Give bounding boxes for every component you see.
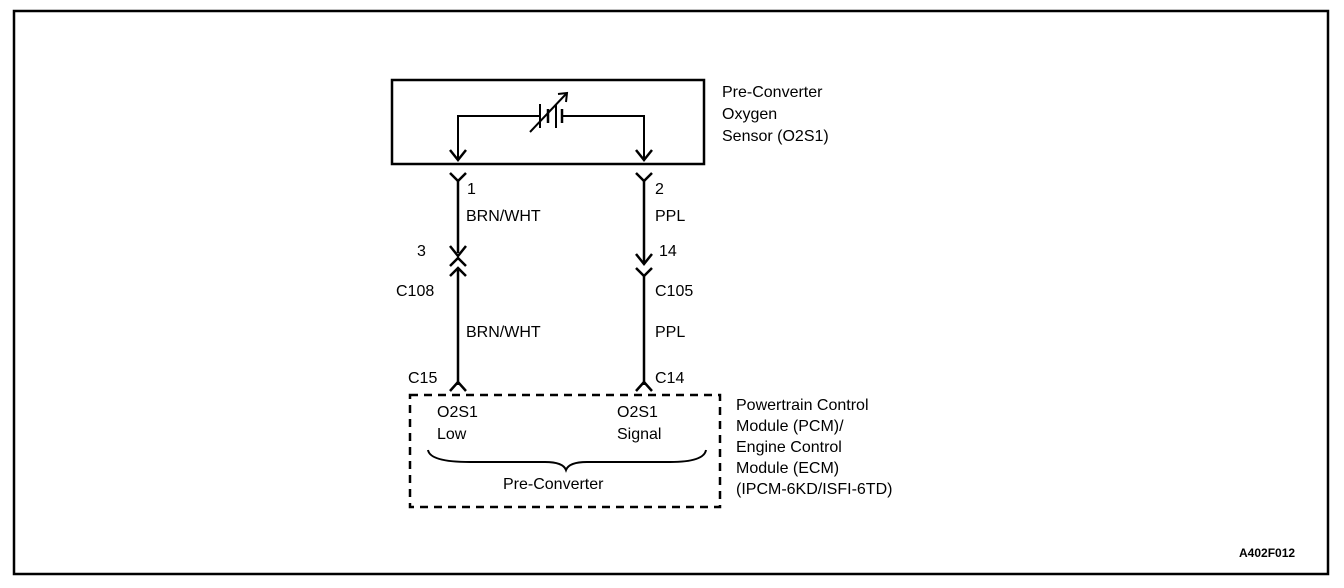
module-title-line2: Module (PCM)/ — [736, 418, 844, 435]
conn-pin3-terminal-lower — [449, 266, 467, 277]
circuit-signal-line2: Signal — [617, 426, 661, 443]
module-title-line1: Powertrain Control — [736, 397, 869, 414]
sensor-title-line3: Sensor (O2S1) — [722, 128, 829, 145]
sensor-pin1-terminal — [449, 172, 467, 183]
conn-pin14-terminal — [635, 267, 653, 278]
conn-pin14-arrowhead — [635, 253, 653, 267]
conn-pin14-label: 14 — [659, 243, 677, 260]
sensor-pin1-label: 1 — [467, 181, 476, 198]
sensor-title-line2: Oxygen — [722, 106, 777, 123]
lower-left-wire-color: BRN/WHT — [466, 324, 541, 341]
module-conn-c14-terminal — [635, 380, 653, 392]
connector-c15-label: C15 — [408, 370, 437, 387]
circuit-signal-line1: O2S1 — [617, 404, 658, 421]
oxygen-sensor-element-icon — [457, 91, 645, 158]
sensor-pin2-arrow — [635, 149, 653, 163]
sensor-box — [390, 78, 706, 166]
connector-c108-label: C108 — [396, 283, 434, 300]
conn-pin3-terminal — [449, 256, 467, 267]
conn-pin3-arrowhead — [449, 245, 467, 259]
upper-right-wire-color: PPL — [655, 208, 685, 225]
module-title-line5: (IPCM-6KD/ISFI-6TD) — [736, 481, 892, 498]
upper-left-wire-color: BRN/WHT — [466, 208, 541, 225]
lower-right-wire-color: PPL — [655, 324, 685, 341]
circuit-low-line2: Low — [437, 426, 467, 443]
sensor-pin1-arrow — [449, 149, 467, 163]
module-conn-c15-terminal — [449, 380, 467, 392]
sensor-pin2-label: 2 — [655, 181, 664, 198]
sensor-title-line1: Pre-Converter — [722, 84, 823, 101]
pre-converter-group-label: Pre-Converter — [503, 476, 604, 493]
connector-c14-label: C14 — [655, 370, 684, 387]
connector-c105-label: C105 — [655, 283, 693, 300]
module-box — [408, 393, 722, 509]
conn-pin3-label: 3 — [417, 243, 426, 260]
module-title-line3: Engine Control — [736, 439, 842, 456]
figure-id: A402F012 — [1239, 546, 1295, 560]
circuit-low-line1: O2S1 — [437, 404, 478, 421]
sensor-pin2-terminal — [635, 172, 653, 183]
module-title-line4: Module (ECM) — [736, 460, 839, 477]
diagram-frame — [12, 9, 1330, 576]
pre-converter-brace — [427, 449, 707, 473]
